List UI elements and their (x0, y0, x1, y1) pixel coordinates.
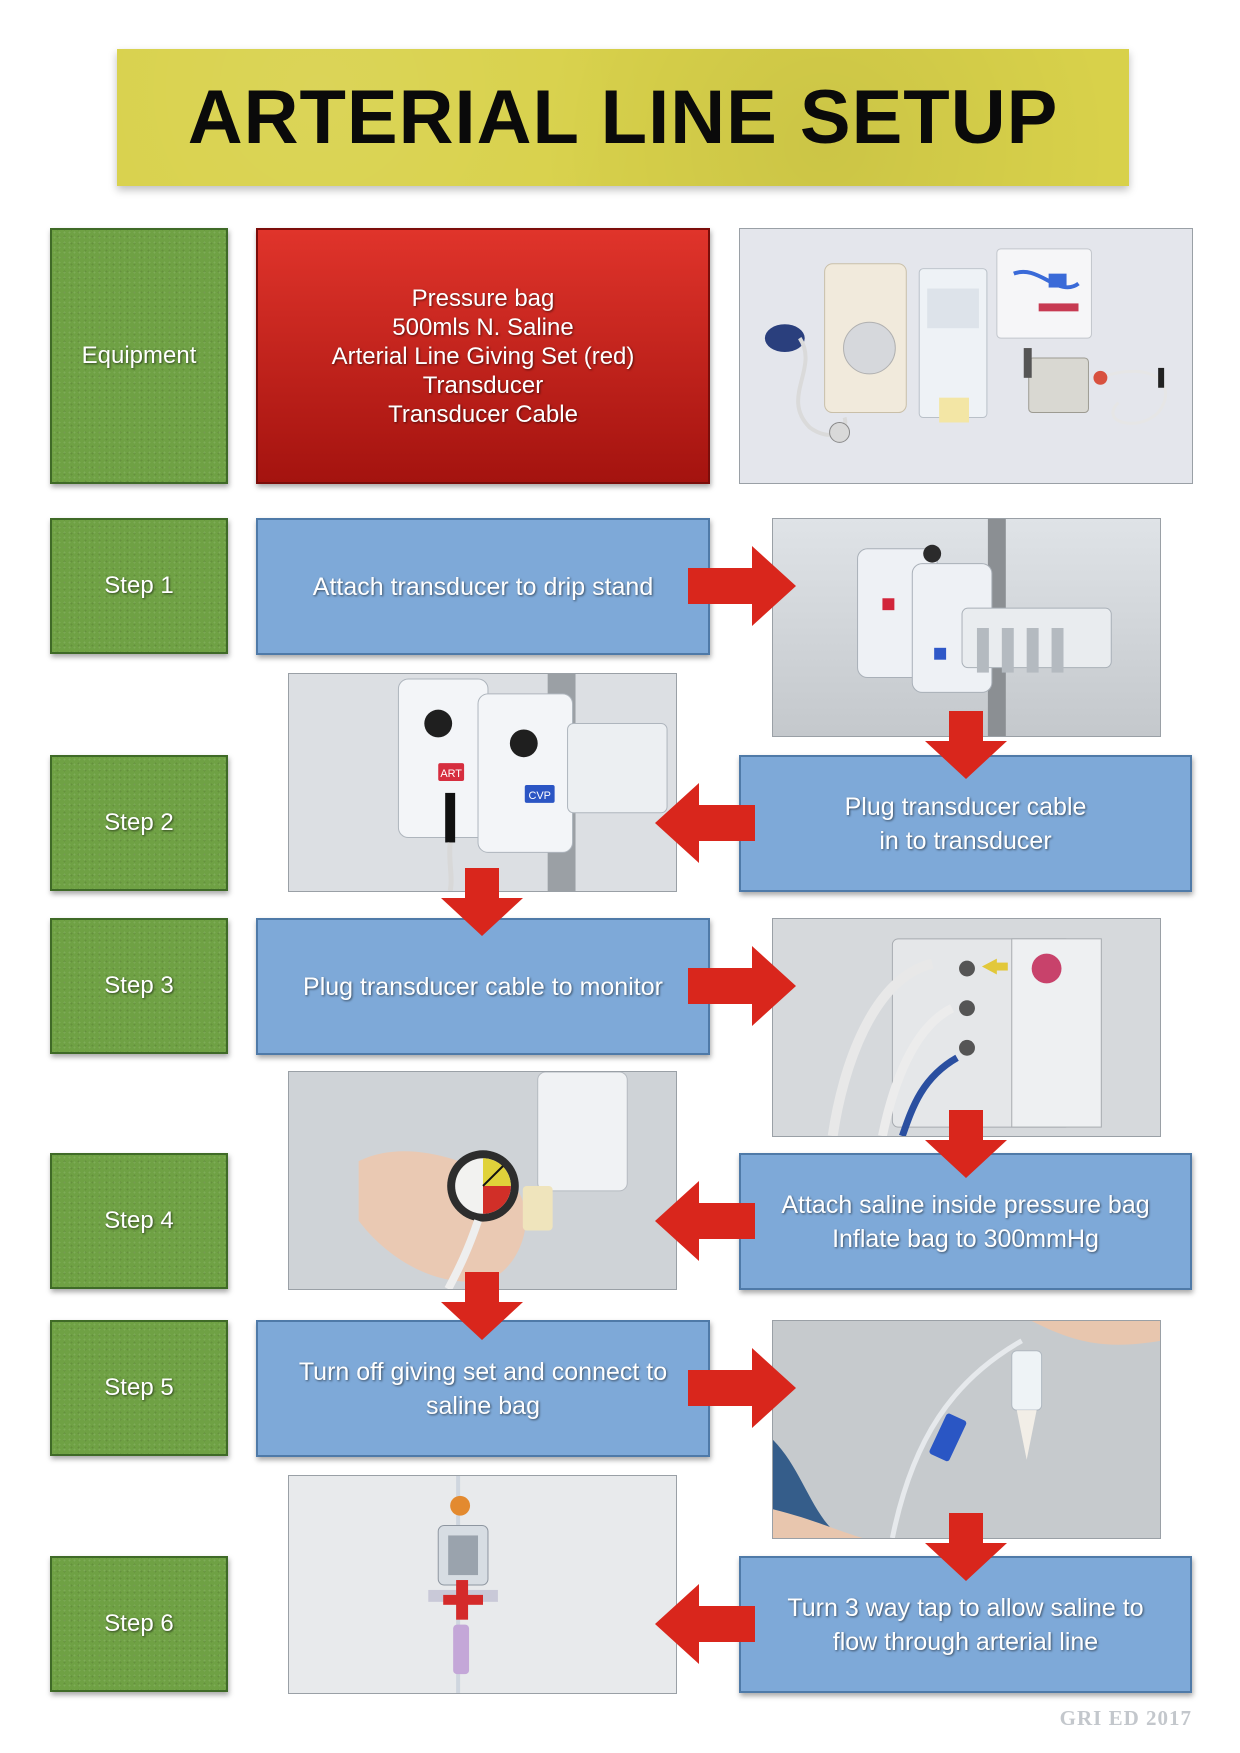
step-line: flow through arterial line (832, 1627, 1099, 1656)
label-text: Equipment (81, 342, 197, 369)
step-line: Plug transducer cable to monitor (303, 972, 663, 1001)
equipment-item: Transducer Cable (388, 400, 578, 428)
arrow-down-icon (925, 1513, 1007, 1581)
label-step-6: Step 6 (50, 1556, 228, 1692)
equipment-list: Pressure bag 500mls N. Saline Arterial L… (256, 228, 710, 484)
step-3-text: Plug transducer cable to monitor (256, 918, 710, 1055)
arrow-down-icon (925, 711, 1007, 779)
label-text: Step 6 (104, 1610, 174, 1637)
step-3-photo (772, 918, 1161, 1137)
label-step-2: Step 2 (50, 755, 228, 891)
label-step-1: Step 1 (50, 518, 228, 654)
label-step-3: Step 3 (50, 918, 228, 1054)
equipment-item: Transducer (422, 371, 544, 399)
step-line: Turn 3 way tap to allow saline to (787, 1593, 1144, 1622)
arrow-left-icon (655, 1181, 755, 1261)
step-line: Inflate bag to 300mmHg (832, 1224, 1099, 1253)
art-tag: ART (440, 768, 462, 780)
arrow-right-icon (688, 1348, 796, 1428)
step-4-photo (288, 1071, 677, 1290)
step-5-text: Turn off giving set and connect to salin… (256, 1320, 710, 1457)
label-text: Step 5 (104, 1374, 174, 1401)
step-line: Turn off giving set and connect to (298, 1357, 668, 1386)
arrow-down-icon (441, 868, 523, 936)
cvp-tag: CVP (528, 790, 550, 802)
step-line: Attach saline inside pressure bag (781, 1190, 1150, 1219)
step-line: Attach transducer to drip stand (312, 572, 654, 601)
step-line: in to transducer (879, 826, 1052, 855)
title-banner: ARTERIAL LINE SETUP (117, 49, 1129, 186)
equipment-item: Pressure bag (411, 284, 555, 312)
label-text: Step 4 (104, 1207, 174, 1234)
page-title: ARTERIAL LINE SETUP (187, 75, 1059, 160)
arrow-left-icon (655, 783, 755, 863)
equipment-item: 500mls N. Saline (392, 313, 574, 341)
step-line: saline bag (426, 1391, 540, 1420)
step-1-text: Attach transducer to drip stand (256, 518, 710, 655)
label-text: Step 2 (104, 809, 174, 836)
label-step-4: Step 4 (50, 1153, 228, 1289)
label-text: Step 3 (104, 972, 174, 999)
arrow-right-icon (688, 946, 796, 1026)
arrow-right-icon (688, 546, 796, 626)
label-text: Step 1 (104, 572, 174, 599)
arrow-left-icon (655, 1584, 755, 1664)
label-step-5: Step 5 (50, 1320, 228, 1456)
step-2-photo: ART CVP (288, 673, 677, 892)
arrow-down-icon (441, 1272, 523, 1340)
footer-credit: GRI ED 2017 (1059, 1706, 1192, 1730)
equipment-photo (739, 228, 1193, 484)
step-5-photo (772, 1320, 1161, 1539)
step-line: Plug transducer cable (844, 792, 1087, 821)
arrow-down-icon (925, 1110, 1007, 1178)
label-equipment: Equipment (50, 228, 228, 484)
equipment-item: Arterial Line Giving Set (red) (331, 342, 635, 370)
step-6-photo (288, 1475, 677, 1694)
step-1-photo (772, 518, 1161, 737)
